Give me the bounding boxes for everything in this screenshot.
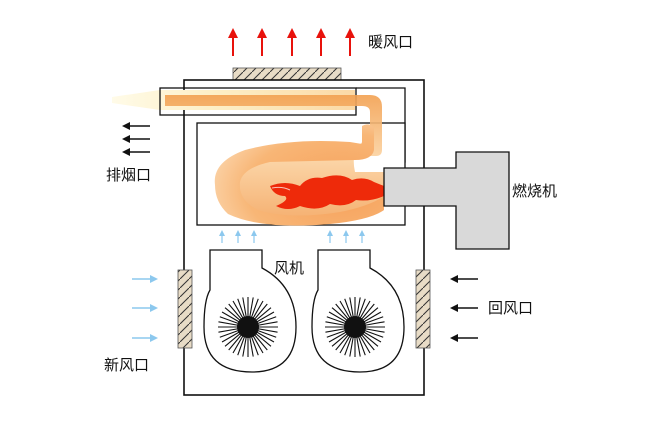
arrow-up-icon xyxy=(251,230,257,243)
fresh-air-arrows xyxy=(132,275,158,342)
flame-icon xyxy=(270,175,384,209)
arrow-up-icon xyxy=(219,230,225,243)
exhaust-label: 排烟口 xyxy=(106,166,151,184)
top-grille xyxy=(232,67,342,81)
housing xyxy=(183,79,425,396)
arrow-right-icon xyxy=(132,304,158,312)
arrow-left-icon xyxy=(122,148,150,156)
exhaust-arrows xyxy=(122,122,150,156)
arrow-up-icon xyxy=(228,28,238,56)
arrow-up-icon xyxy=(287,28,297,56)
warm-air-outlet-label: 暖风口 xyxy=(368,33,413,51)
arrow-left-icon xyxy=(450,275,478,283)
arrow-left-icon xyxy=(450,304,478,312)
arrow-up-icon xyxy=(316,28,326,56)
arrow-up-icon xyxy=(257,28,267,56)
warm-air-arrows xyxy=(228,28,355,56)
arrow-left-icon xyxy=(122,122,150,130)
arrow-up-icon xyxy=(345,28,355,56)
fan-airflow-arrows xyxy=(219,230,365,243)
fan-impeller-icon xyxy=(325,297,385,357)
fan-label: 风机 xyxy=(274,259,304,277)
arrow-up-icon xyxy=(327,230,333,243)
fan-impeller-icon xyxy=(218,297,278,357)
return-air-arrows xyxy=(450,275,478,342)
return-air-label: 回风口 xyxy=(488,299,533,317)
return-air-grille xyxy=(415,269,431,349)
arrow-up-icon xyxy=(359,230,365,243)
arrow-up-icon xyxy=(235,230,241,243)
arrow-up-icon xyxy=(343,230,349,243)
burner-label: 燃烧机 xyxy=(512,182,557,200)
arrow-left-icon xyxy=(122,135,150,143)
arrow-left-icon xyxy=(450,334,478,342)
fresh-air-label: 新风口 xyxy=(104,356,149,374)
arrow-right-icon xyxy=(132,275,158,283)
fresh-air-grille xyxy=(177,269,193,349)
flame-outer xyxy=(214,124,384,226)
burner xyxy=(383,151,510,250)
arrow-right-icon xyxy=(132,334,158,342)
